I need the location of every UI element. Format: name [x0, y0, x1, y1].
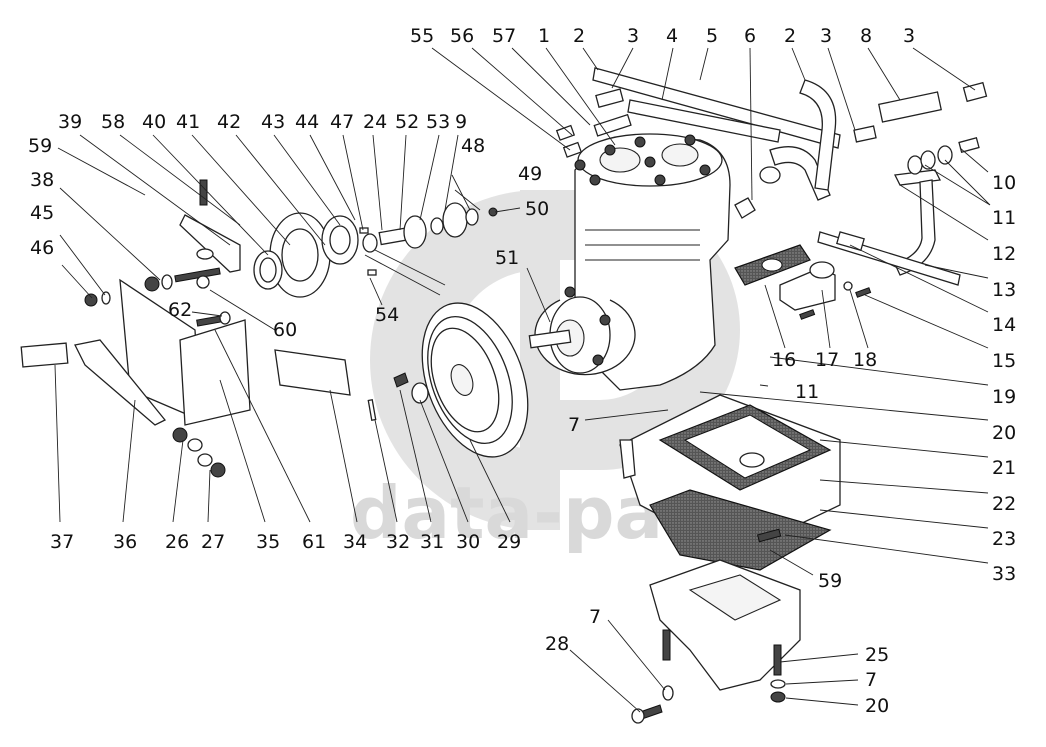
callout-20: 20: [992, 422, 1016, 444]
callout-29: 29: [497, 531, 521, 553]
callout-9: 9: [455, 111, 467, 133]
callout-7: 7: [589, 606, 601, 628]
callout-11: 11: [795, 381, 819, 403]
callout-31: 31: [420, 531, 444, 553]
callout-61: 61: [302, 531, 326, 553]
callout-5: 5: [706, 25, 718, 47]
callout-28: 28: [545, 633, 569, 655]
lower-housing: [631, 559, 801, 724]
callout-53: 53: [426, 111, 450, 133]
callout-26: 26: [165, 531, 189, 553]
callout-34: 34: [343, 531, 367, 553]
callout-30: 30: [456, 531, 480, 553]
callout-27: 27: [201, 531, 225, 553]
callout-59: 59: [818, 570, 842, 592]
callout-7: 7: [568, 414, 580, 436]
callout-44: 44: [295, 111, 319, 133]
callout-8: 8: [860, 25, 872, 47]
callout-21: 21: [992, 457, 1016, 479]
parts-drawing: [20, 67, 988, 724]
callout-56: 56: [450, 25, 474, 47]
pipes: [555, 67, 988, 286]
callout-2: 2: [784, 25, 796, 47]
callout-20: 20: [865, 695, 889, 717]
callout-42: 42: [217, 111, 241, 133]
callout-62: 62: [168, 299, 192, 321]
callout-39: 39: [58, 111, 82, 133]
callout-2: 2: [573, 25, 585, 47]
callout-13: 13: [992, 279, 1016, 301]
callout-45: 45: [30, 202, 54, 224]
callout-58: 58: [101, 111, 125, 133]
mounting-plate: [619, 394, 841, 571]
callout-labels: 55 56 57 1 2 3 4 5 6 2 3 8 3 39 58 40 41…: [28, 25, 1016, 717]
callout-12: 12: [992, 243, 1016, 265]
callout-50: 50: [525, 198, 549, 220]
callout-17: 17: [815, 349, 839, 371]
callout-48: 48: [461, 135, 485, 157]
callout-55: 55: [410, 25, 434, 47]
callout-41: 41: [176, 111, 200, 133]
callout-6: 6: [744, 25, 756, 47]
callout-51: 51: [495, 247, 519, 269]
callout-7: 7: [865, 669, 877, 691]
callout-40: 40: [142, 111, 166, 133]
callout-24: 24: [363, 111, 387, 133]
callout-19: 19: [992, 386, 1016, 408]
outlet-flange: [734, 244, 872, 320]
callout-52: 52: [395, 111, 419, 133]
callout-33: 33: [992, 563, 1016, 585]
callout-35: 35: [256, 531, 280, 553]
callout-32: 32: [386, 531, 410, 553]
pulley: [364, 244, 529, 458]
callout-10: 10: [992, 172, 1016, 194]
callout-15: 15: [992, 350, 1016, 372]
callout-36: 36: [113, 531, 137, 553]
callout-3: 3: [820, 25, 832, 47]
callout-3: 3: [903, 25, 915, 47]
callout-60: 60: [273, 319, 297, 341]
callout-49: 49: [518, 163, 542, 185]
callout-22: 22: [992, 493, 1016, 515]
callout-47: 47: [330, 111, 354, 133]
callout-38: 38: [30, 169, 54, 191]
callout-54: 54: [375, 304, 399, 326]
callout-11: 11: [992, 207, 1016, 229]
callout-14: 14: [992, 314, 1016, 336]
callout-4: 4: [666, 25, 678, 47]
callout-59: 59: [28, 135, 52, 157]
callout-43: 43: [261, 111, 285, 133]
callout-3: 3: [627, 25, 639, 47]
callout-18: 18: [853, 349, 877, 371]
callout-16: 16: [772, 349, 796, 371]
shaft-assembly: [253, 202, 498, 298]
brackets: [20, 179, 351, 478]
compressor-body: [528, 133, 756, 391]
callout-37: 37: [50, 531, 74, 553]
callout-23: 23: [992, 528, 1016, 550]
callout-1: 1: [538, 25, 550, 47]
callout-57: 57: [492, 25, 516, 47]
leader-lines: [54, 47, 991, 713]
callout-46: 46: [30, 237, 54, 259]
callout-25: 25: [865, 644, 889, 666]
